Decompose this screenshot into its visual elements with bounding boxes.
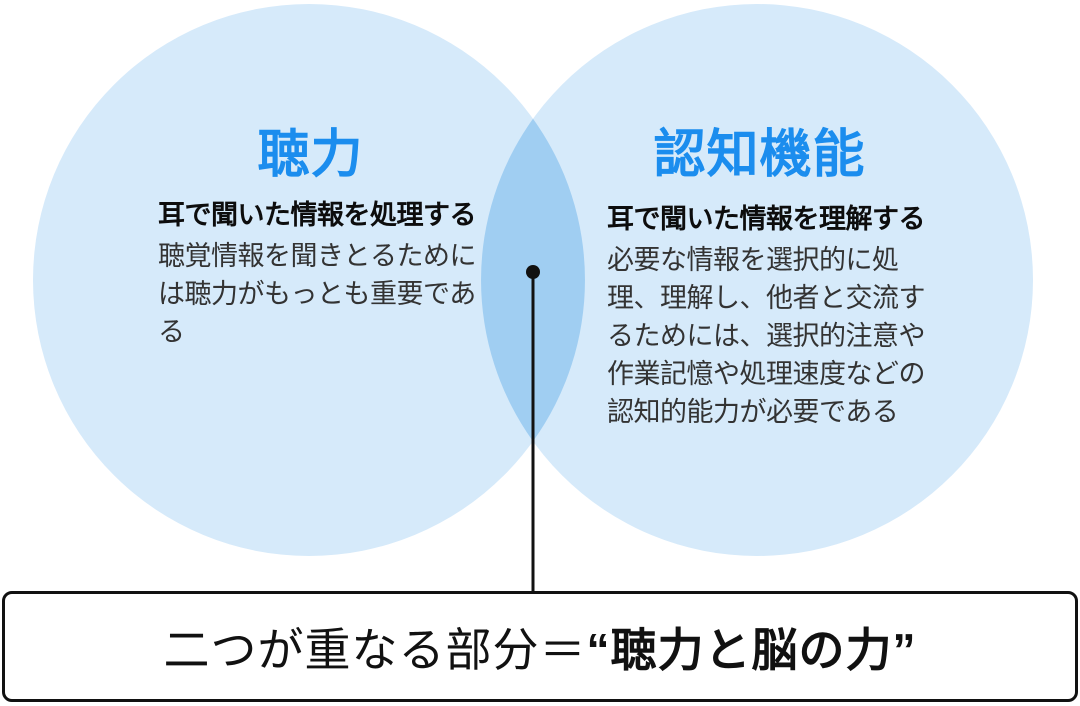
callout-emphasis-text: “聴力と脳の力” — [586, 623, 917, 676]
left-circle-subtitle: 耳で聞いた情報を処理する — [158, 200, 477, 230]
left-circle-title: 聴力 — [257, 126, 364, 184]
left-circle-body-text: 聴覚情報を聞きとるために は聴力がもっとも重要であ る — [158, 241, 477, 347]
callout-prefix-text: 二つが重なる部分＝ — [163, 623, 587, 676]
right-circle-title: 認知機能 — [653, 126, 866, 184]
right-circle-body-text: 必要な情報を選択的に処 理、理解し、他者と交流す るためには、選択的注意や 作業… — [607, 245, 926, 427]
overlap-callout-box: 二つが重なる部分＝“聴力と脳の力” — [2, 591, 1078, 702]
right-circle-subtitle: 耳で聞いた情報を理解する — [607, 204, 926, 234]
right-circle-shape — [481, 4, 1033, 556]
connector-dot — [526, 265, 540, 279]
left-circle-shape — [33, 4, 585, 556]
